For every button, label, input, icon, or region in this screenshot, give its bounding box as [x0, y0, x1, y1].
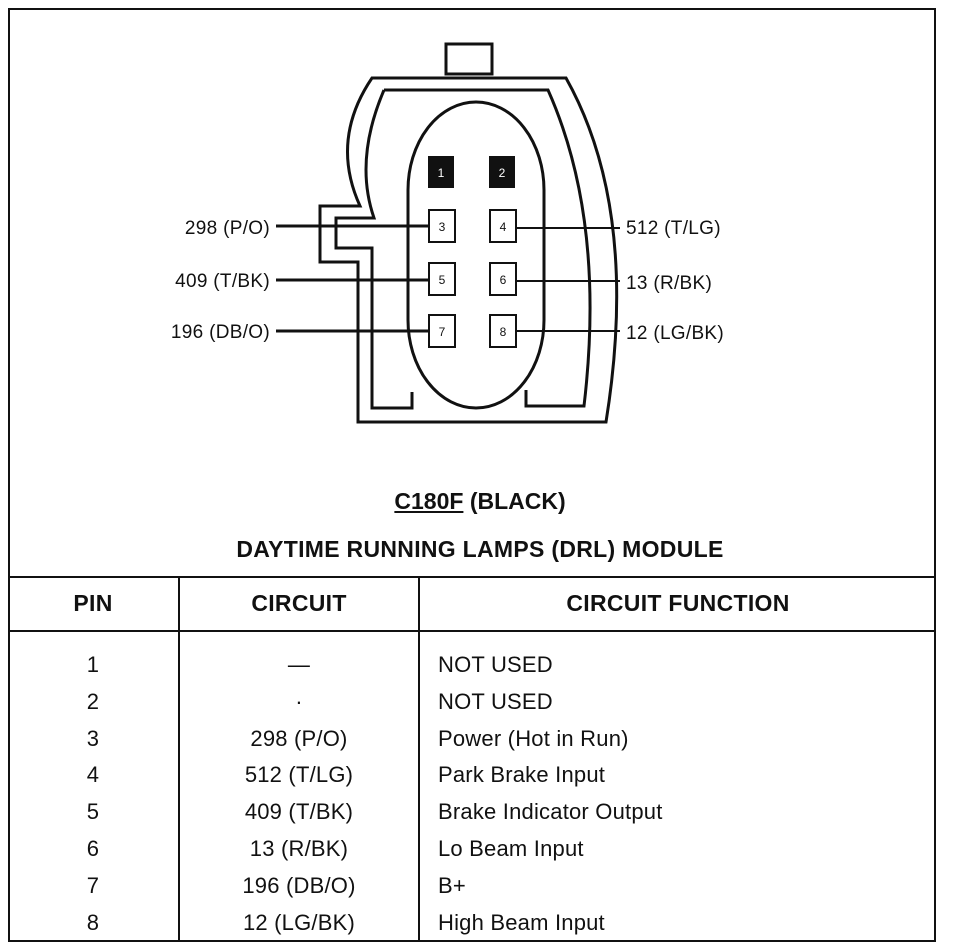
row-7-circuit: 196 (DB/O)	[242, 873, 356, 898]
pin-label-3: 3	[439, 220, 446, 234]
table-divider-2	[418, 578, 420, 942]
connector-drawing: 1 2 3 4 5 6 7 8	[276, 42, 620, 424]
row-2-pin: 2	[86, 689, 100, 714]
row-1-circuit: —	[287, 652, 311, 677]
row-1-function: NOT USED	[438, 652, 553, 677]
pin-label-6: 6	[500, 273, 507, 287]
pin-4	[489, 209, 517, 243]
pin-cavity	[406, 100, 546, 410]
row-8-pin: 8	[86, 910, 100, 935]
row-3-pin: 3	[86, 726, 100, 751]
wire-label-left-3: 196 (DB/O)	[170, 322, 270, 343]
wire-label-right-3: 12 (LG/BK)	[626, 323, 725, 344]
row-7-pin: 7	[86, 873, 100, 898]
connector-color: (BLACK)	[469, 488, 566, 514]
row-3-function: Power (Hot in Run)	[438, 726, 629, 751]
pin-label-5: 5	[439, 273, 446, 287]
connector-title: C180F (BLACK)	[0, 488, 960, 515]
row-4-circuit: 512 (T/LG)	[244, 762, 354, 787]
diagram-frame	[8, 8, 936, 942]
row-3-circuit: 298 (P/O)	[250, 726, 348, 751]
row-6-pin: 6	[86, 836, 100, 861]
pin-label-8: 8	[500, 325, 507, 339]
pin-2	[489, 156, 515, 188]
row-1-pin: 1	[86, 652, 100, 677]
row-6-circuit: 13 (R/BK)	[249, 836, 349, 861]
row-2-function: NOT USED	[438, 689, 553, 714]
connector-inner-shell-right	[384, 88, 592, 408]
row-4-function: Park Brake Input	[438, 762, 606, 787]
pin-label-2: 2	[499, 166, 506, 180]
wire-label-left-2: 409 (T/BK)	[175, 271, 270, 292]
table-divider-1	[178, 578, 180, 942]
row-5-circuit: 409 (T/BK)	[244, 799, 354, 824]
pin-label-1: 1	[438, 166, 445, 180]
wire-label-left-1: 298 (P/O)	[184, 218, 270, 239]
header-pin: PIN	[73, 590, 113, 616]
pin-3	[428, 209, 456, 243]
pin-8	[489, 314, 517, 348]
connector-outer-shell	[318, 76, 619, 424]
row-8-circuit: 12 (LG/BK)	[242, 910, 356, 935]
pin-7	[428, 314, 456, 348]
table-header-rule	[8, 630, 936, 632]
row-8-function: High Beam Input	[438, 910, 605, 935]
table-top-rule	[8, 576, 936, 578]
connector-inner-shell-left	[334, 89, 414, 410]
row-5-function: Brake Indicator Output	[438, 799, 663, 824]
connector-code: C180F	[394, 488, 464, 514]
row-2-circuit: ·	[295, 689, 303, 714]
row-6-function: Lo Beam Input	[438, 836, 584, 861]
pin-label-4: 4	[500, 220, 507, 234]
row-7-function: B+	[438, 873, 466, 898]
wire-label-right-1: 512 (T/LG)	[626, 218, 721, 239]
pin-6	[489, 262, 517, 296]
pin-1	[428, 156, 454, 188]
header-circuit-function: CIRCUIT FUNCTION	[566, 590, 790, 616]
wire-label-right-2: 13 (R/BK)	[626, 273, 713, 294]
row-4-pin: 4	[86, 762, 100, 787]
pin-label-7: 7	[439, 325, 446, 339]
row-5-pin: 5	[86, 799, 100, 824]
pin-5	[428, 262, 456, 296]
header-circuit: CIRCUIT	[251, 590, 347, 616]
connector-lock-tab	[444, 42, 494, 76]
module-name: DAYTIME RUNNING LAMPS (DRL) MODULE	[236, 536, 724, 562]
